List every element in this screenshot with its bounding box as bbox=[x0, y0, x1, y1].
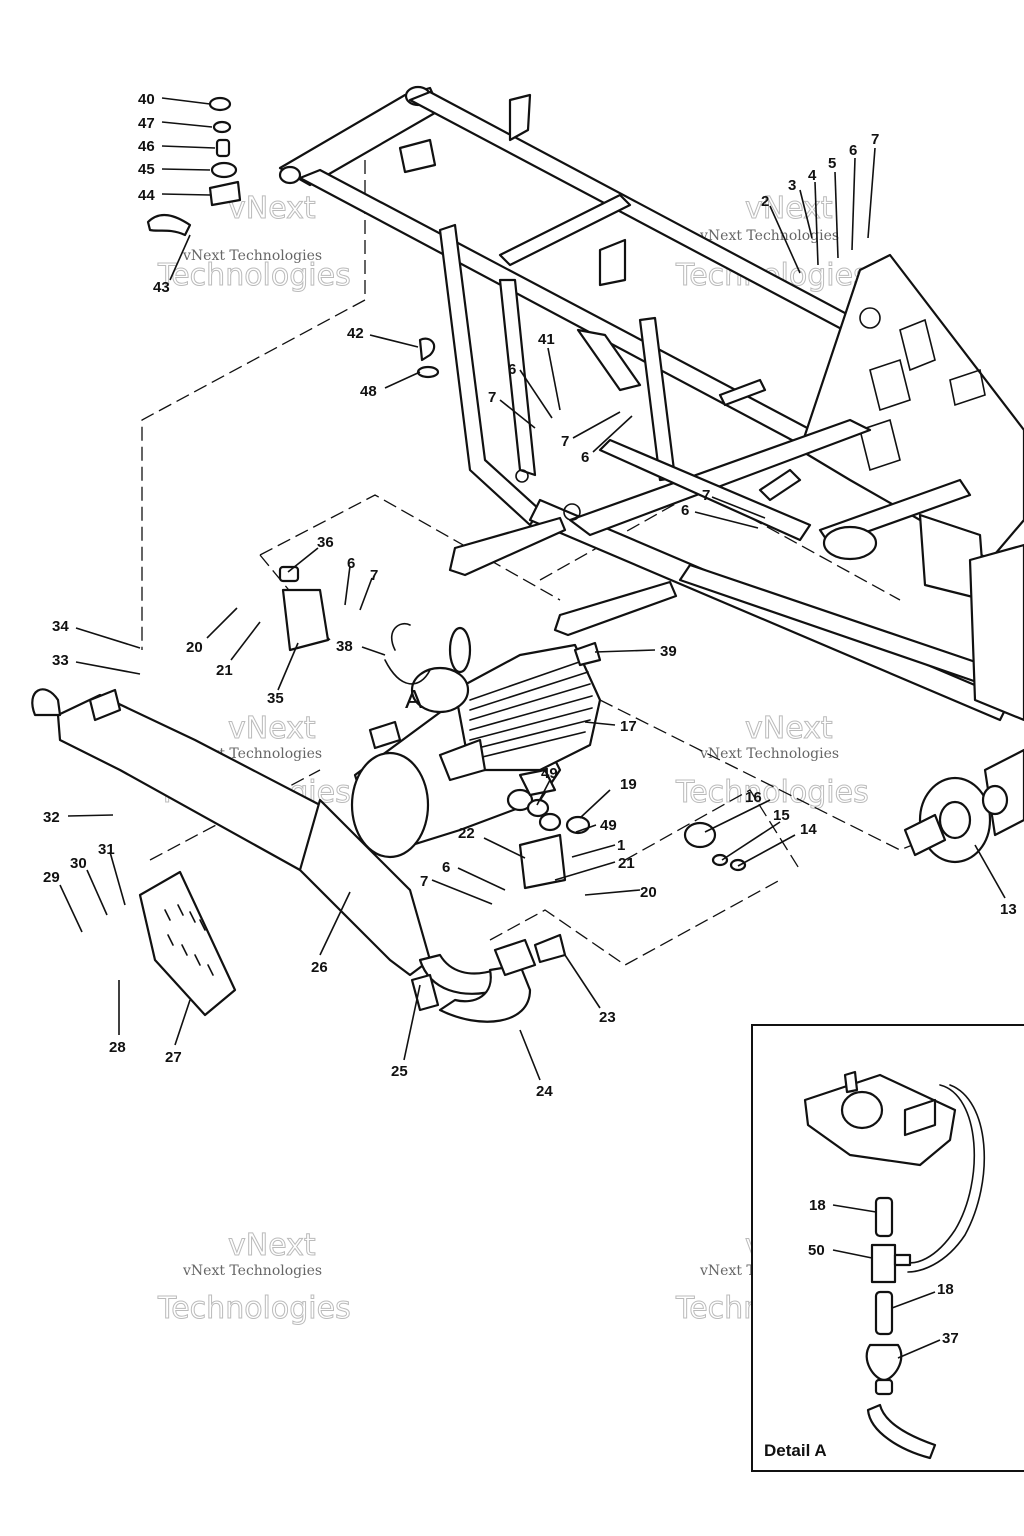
callout-2: 2 bbox=[761, 193, 769, 210]
callout-45: 45 bbox=[138, 161, 155, 178]
detail-a-inset: 18 50 18 37 Detail A bbox=[751, 1024, 1024, 1472]
watermark-text: vNext bbox=[745, 711, 833, 746]
callout-37: 37 bbox=[942, 1330, 959, 1347]
watermark-text: vNext Technologies bbox=[699, 228, 839, 244]
callout-4: 4 bbox=[808, 167, 817, 184]
callout-42: 42 bbox=[347, 325, 364, 342]
callout-21: 21 bbox=[216, 662, 233, 679]
callout-6: 6 bbox=[581, 449, 589, 466]
hardware-parts bbox=[146, 96, 1024, 1012]
callout-21: 21 bbox=[618, 855, 635, 872]
callout-5: 5 bbox=[828, 155, 836, 172]
callout-43: 43 bbox=[153, 279, 170, 296]
callout-49: 49 bbox=[541, 765, 558, 782]
callout-29: 29 bbox=[43, 869, 60, 886]
engine-assembly bbox=[350, 626, 602, 859]
callout-23: 23 bbox=[599, 1009, 616, 1026]
callout-14: 14 bbox=[800, 821, 817, 838]
callout-33: 33 bbox=[52, 652, 69, 669]
callout-13: 13 bbox=[1000, 901, 1017, 918]
callout-3: 3 bbox=[788, 177, 796, 194]
callout-40: 40 bbox=[138, 91, 155, 108]
callout-20: 20 bbox=[186, 639, 203, 656]
callout-1: 1 bbox=[617, 837, 625, 854]
watermark-text: vNext Technologies bbox=[182, 1263, 322, 1279]
callout-30: 30 bbox=[70, 855, 87, 872]
callout-47: 47 bbox=[138, 115, 155, 132]
callout-22: 22 bbox=[458, 825, 475, 842]
watermark-bottom-left: vNext vNext Technologies Technologies bbox=[157, 1228, 352, 1327]
detail-a-title: Detail A bbox=[764, 1441, 827, 1460]
callout-18: 18 bbox=[809, 1197, 826, 1214]
callout-17: 17 bbox=[620, 718, 637, 735]
watermark-text: vNext Technologies bbox=[699, 746, 839, 762]
callout-6: 6 bbox=[508, 361, 516, 378]
callout-38: 38 bbox=[336, 638, 353, 655]
watermark-text: Technologies bbox=[675, 775, 869, 810]
callout-49: 49 bbox=[600, 817, 617, 834]
callout-7: 7 bbox=[702, 487, 710, 504]
watermark-mid-right: vNext vNext Technologies Technologies bbox=[675, 711, 870, 811]
part-callouts: 40 47 46 45 44 43 42 48 41 6 7 7 6 2 3 4… bbox=[43, 91, 1017, 1100]
watermark-top-left: vNext vNext Technologies Technologies bbox=[157, 191, 352, 294]
exhaust-system bbox=[31, 688, 537, 1023]
leader-lines bbox=[59, 97, 1006, 1081]
callout-18: 18 bbox=[937, 1281, 954, 1298]
callout-27: 27 bbox=[165, 1049, 182, 1066]
callout-15: 15 bbox=[773, 807, 790, 824]
callout-35: 35 bbox=[267, 690, 284, 707]
callout-7: 7 bbox=[561, 433, 569, 450]
callout-7: 7 bbox=[488, 389, 496, 406]
watermark-text: vNext bbox=[228, 191, 316, 226]
callout-44: 44 bbox=[138, 187, 155, 204]
watermark-text: Technologies bbox=[157, 258, 351, 293]
callout-48: 48 bbox=[360, 383, 377, 400]
callout-6: 6 bbox=[442, 859, 450, 876]
tee-fitting-50 bbox=[870, 1243, 897, 1284]
callout-36: 36 bbox=[317, 534, 334, 551]
callout-50: 50 bbox=[808, 1242, 825, 1259]
detail-a-marker: A bbox=[405, 684, 423, 714]
watermark-text: Technologies bbox=[157, 1291, 351, 1326]
callout-46: 46 bbox=[138, 138, 155, 155]
watermark-text: vNext bbox=[745, 191, 833, 226]
hose-piece-18 bbox=[874, 1196, 894, 1238]
callout-16: 16 bbox=[745, 789, 762, 806]
watermark-text: vNext bbox=[228, 711, 316, 746]
callout-6: 6 bbox=[849, 142, 857, 159]
callout-6: 6 bbox=[347, 555, 355, 572]
callout-34: 34 bbox=[52, 618, 69, 635]
callout-25: 25 bbox=[391, 1063, 408, 1080]
callout-26: 26 bbox=[311, 959, 328, 976]
hose-piece-18 bbox=[874, 1290, 894, 1336]
callout-7: 7 bbox=[871, 131, 879, 148]
callout-31: 31 bbox=[98, 841, 115, 858]
callout-19: 19 bbox=[620, 776, 637, 793]
callout-7: 7 bbox=[370, 567, 378, 584]
callout-7: 7 bbox=[420, 873, 428, 890]
watermark-text: vNext bbox=[228, 1228, 316, 1263]
callout-6: 6 bbox=[681, 502, 689, 519]
callout-28: 28 bbox=[109, 1039, 126, 1056]
callout-39: 39 bbox=[660, 643, 677, 660]
watermark-text: vNext Technologies bbox=[182, 248, 322, 264]
vehicle-frame bbox=[278, 85, 1024, 722]
callout-32: 32 bbox=[43, 809, 60, 826]
callout-20: 20 bbox=[640, 884, 657, 901]
callout-24: 24 bbox=[536, 1083, 553, 1100]
callout-41: 41 bbox=[538, 331, 555, 348]
